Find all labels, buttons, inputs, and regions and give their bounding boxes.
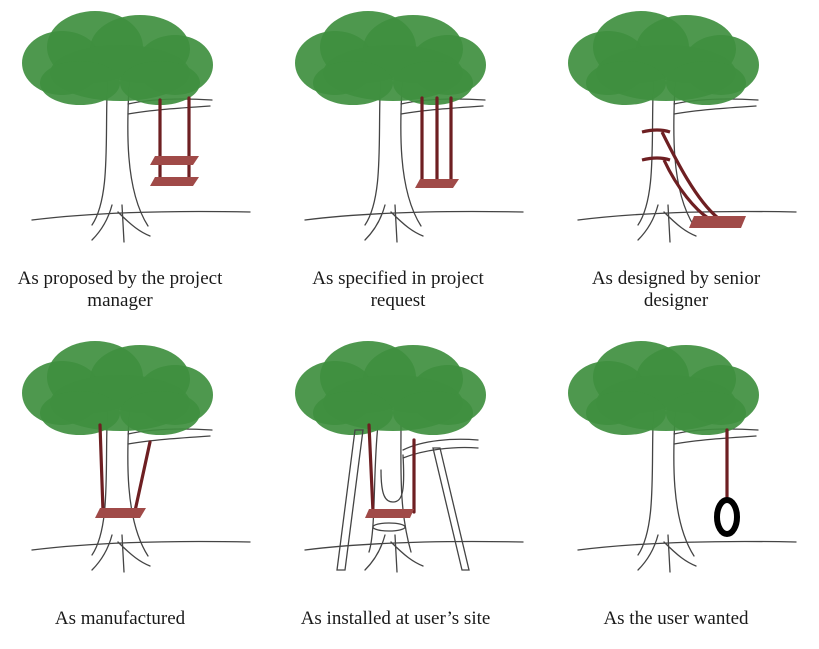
foliage: [568, 11, 759, 105]
tree-swing-illustration: [22, 11, 251, 243]
trunk: [368, 424, 412, 553]
swing-seat: [95, 508, 146, 518]
rope: [133, 440, 152, 513]
roots: [364, 534, 424, 573]
caption-specified: As specified in project request: [312, 268, 484, 311]
caption-proposed: As proposed by the project manager: [17, 268, 223, 311]
roots: [637, 204, 697, 243]
stump-top: [372, 522, 406, 532]
foliage: [22, 11, 213, 105]
rope: [98, 423, 105, 513]
swing-seat: [150, 156, 199, 165]
ground-line: [577, 540, 797, 551]
ground-line: [31, 540, 251, 551]
branch-cut: [380, 438, 479, 503]
swing-seat: [415, 179, 459, 188]
panel-designed: As designed by senior designer: [546, 0, 819, 320]
rope: [660, 131, 720, 220]
foliage: [295, 341, 486, 435]
tree-swing-illustration: [568, 11, 797, 243]
panel-user-wanted: As the user wanted: [546, 330, 819, 649]
tree-swing-illustration: [22, 341, 251, 573]
ground-line: [31, 210, 251, 221]
a-frame-post-right: [432, 447, 470, 571]
roots: [637, 534, 697, 573]
ground-line: [304, 540, 524, 551]
swing-seat: [689, 216, 746, 228]
tree-swing-illustration: [295, 341, 524, 573]
ground-line: [577, 210, 797, 221]
ground-line: [304, 210, 524, 221]
panel-specified: As specified in project request: [273, 0, 546, 320]
caption-designed: As designed by senior designer: [591, 268, 761, 311]
panel-proposed: As proposed by the project manager: [0, 0, 273, 320]
swing-seat: [365, 509, 414, 518]
swing-seat: [150, 177, 199, 186]
caption-manufactured: As manufactured: [54, 608, 186, 629]
rope: [367, 423, 375, 514]
panel-installed: As installed at user’s site: [273, 330, 546, 649]
panel-manufactured: As manufactured: [0, 330, 273, 649]
foliage: [22, 341, 213, 435]
caption-user-wanted: As the user wanted: [603, 608, 749, 629]
tree-swing-illustration: [568, 341, 797, 573]
foliage: [295, 11, 486, 105]
roots: [91, 534, 151, 573]
roots: [91, 204, 151, 243]
roots: [364, 204, 424, 243]
tire: [714, 497, 740, 537]
caption-installed: As installed at user’s site: [300, 608, 491, 629]
tree-swing-illustration: [295, 11, 524, 243]
rope-trunk-loops: [641, 128, 671, 162]
foliage: [568, 341, 759, 435]
a-frame-post-left: [336, 429, 364, 571]
